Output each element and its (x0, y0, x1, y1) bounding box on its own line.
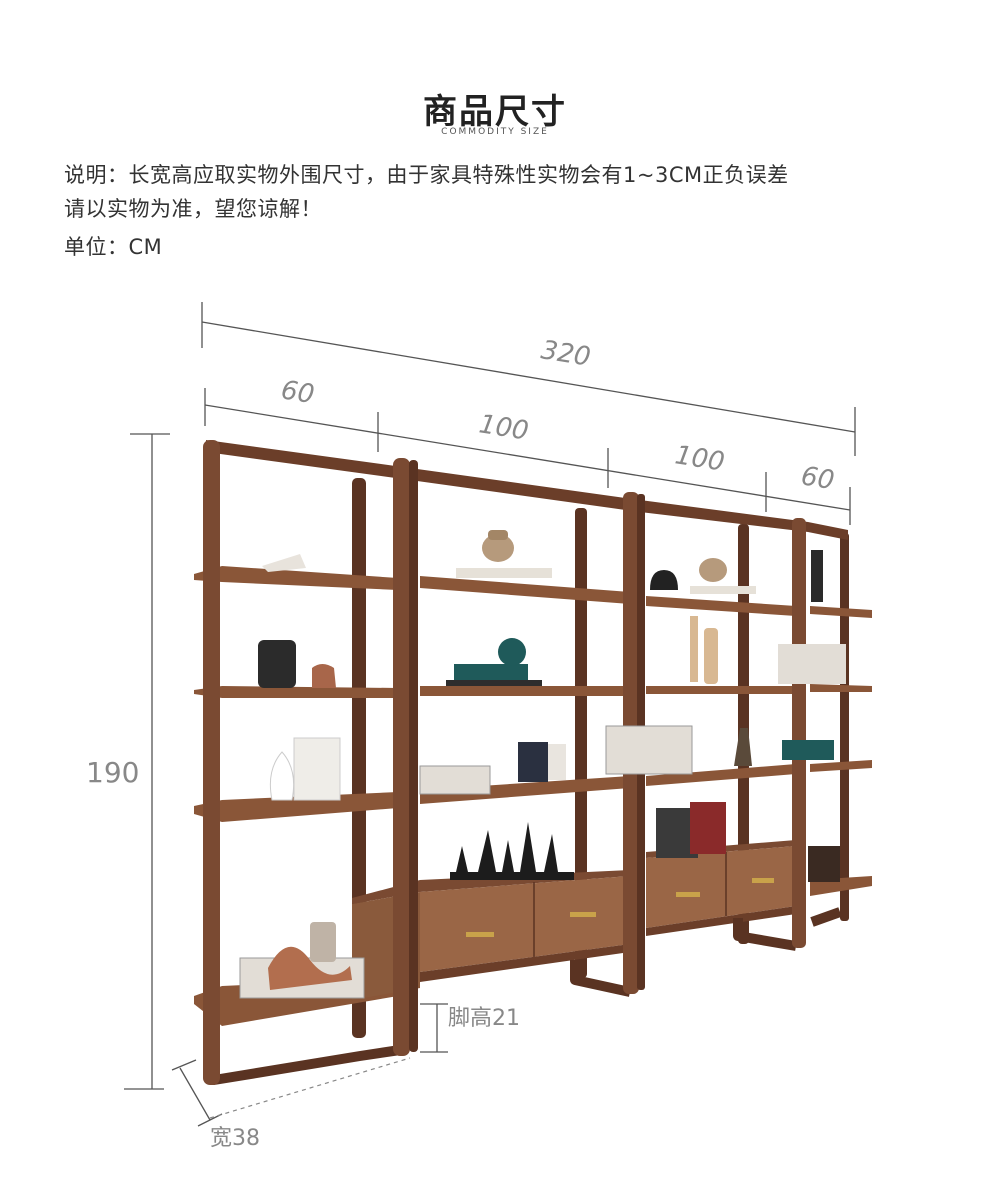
page-title: 商品尺寸 (423, 92, 567, 132)
teapot-icon (650, 570, 678, 590)
box-icon (690, 802, 726, 854)
cat-figurine-icon (312, 664, 336, 688)
jar-icon (258, 640, 296, 688)
cabinet-rails (420, 906, 796, 982)
dim-depth: 宽38 (210, 1126, 260, 1151)
drawer-handle-icon (466, 932, 494, 937)
book-icon (262, 554, 306, 572)
page-subtitle: COMMODITY SIZE (441, 127, 549, 137)
vase-icon (310, 922, 336, 962)
book-stack-icon (456, 568, 552, 578)
dim-total-length: 320 (539, 335, 593, 372)
dim-seg-3: 100 (673, 440, 727, 477)
abstract-sculptures-icon (456, 822, 558, 872)
dim-seg-1: 60 (279, 375, 316, 410)
book-stack-icon (690, 586, 756, 594)
drawer-handle-icon (676, 892, 700, 897)
figurine-icon (268, 946, 352, 990)
wooden-mannequin-icon (690, 616, 698, 682)
book-stack-icon (778, 644, 846, 684)
drawer-handle-icon (570, 912, 596, 917)
hand-sculpture-icon (704, 628, 718, 684)
drawer-handle-icon (752, 878, 774, 883)
vase-icon (482, 534, 514, 562)
dim-height: 190 (86, 756, 139, 789)
top-rails (206, 440, 848, 540)
unit-label: 单位：CM (64, 235, 163, 259)
dim-depth-dashed-guide (209, 1057, 411, 1119)
vase-icon (269, 751, 295, 801)
note-line-2: 请以实物为准，望您谅解！ (64, 197, 322, 221)
dim-depth-line (179, 1067, 211, 1121)
figurine-icon (811, 550, 823, 602)
dim-depth-top-tick (171, 1059, 197, 1071)
figurine-icon (734, 728, 752, 766)
box-icon (518, 742, 548, 782)
vase-icon (699, 558, 727, 582)
shelves-row-3 (194, 760, 872, 822)
box-icon (293, 737, 341, 801)
tea-set-icon (782, 740, 834, 760)
shelves-row-2 (194, 684, 872, 698)
shelving-unit (194, 440, 872, 1085)
note-line-1: 说明：长宽高应取实物外围尺寸，由于家具特殊性实物会有1~3CM正负误差 (64, 163, 789, 187)
dim-foot-height: 脚高21 (448, 1006, 520, 1031)
dim-seg-4: 60 (799, 461, 836, 496)
box-icon (808, 846, 840, 882)
dim-seg-2: 100 (477, 409, 531, 446)
dim-320-line (201, 321, 856, 433)
decor-objects (239, 530, 846, 999)
dim-seg-line (204, 404, 851, 511)
book-stack-icon (419, 765, 491, 795)
book-stack-icon (605, 725, 693, 775)
dimension-lines (124, 302, 856, 1127)
shelves-row-1 (194, 566, 872, 618)
sculpture-base-icon (450, 872, 574, 880)
tea-set-icon (454, 664, 528, 682)
